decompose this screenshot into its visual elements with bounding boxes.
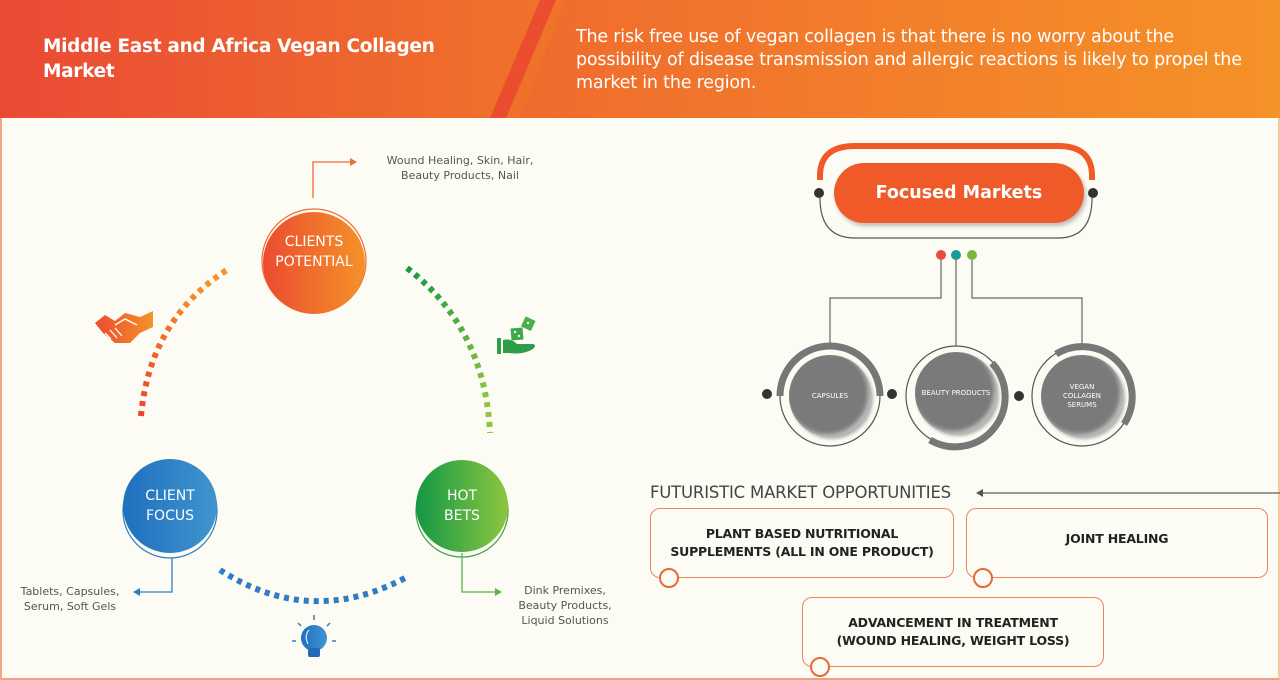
dice-hand-icon [497, 316, 536, 354]
serums-side-dot [1014, 391, 1024, 401]
hot-bets-disc [416, 460, 508, 552]
beauty-arc [928, 360, 1009, 451]
capsules-arc [776, 342, 884, 397]
opportunity-card: PLANT BASED NUTRITIONAL SUPPLEMENTS (ALL … [650, 508, 954, 578]
market-beauty-products: BEAUTY PRODUCTS [915, 352, 997, 434]
pill-right-dot [1088, 188, 1098, 198]
node-label-line1: CLIENT [145, 488, 195, 504]
opportunity-ring-icon [810, 657, 830, 677]
arc-blue-dotted [218, 567, 407, 605]
opportunity-line: JOINT HEALING [1065, 531, 1169, 546]
opportunity-line: ADVANCEMENT IN TREATMENT [848, 615, 1058, 630]
arrow-right-icon [495, 588, 502, 596]
opportunity-line: SUPPLEMENTS (ALL IN ONE PRODUCT) [670, 544, 934, 559]
node-label-line2: POTENTIAL [275, 254, 353, 270]
header-right-panel [520, 0, 1280, 118]
arrow-right-icon [350, 158, 357, 166]
node-label-line1: CLIENTS [284, 234, 344, 250]
detail-line: Wound Healing, Skin, Hair, [386, 154, 534, 167]
connector-dot-teal [951, 250, 961, 260]
connector-client-focus [140, 558, 173, 593]
detail-hot-bets: Dink Premixes, Beauty Products, Liquid S… [505, 583, 625, 628]
opportunities-title: FUTURISTIC MARKET OPPORTUNITIES [650, 483, 951, 502]
detail-line: Tablets, Capsules, [20, 585, 120, 598]
opportunity-line: PLANT BASED NUTRITIONAL [705, 526, 899, 541]
arc-orange-dotted [138, 265, 232, 417]
connector-dot-green [967, 250, 977, 260]
opportunity-ring-icon [973, 568, 993, 588]
node-clients-potential: CLIENTS POTENTIAL [263, 212, 365, 292]
content-frame [0, 118, 1280, 680]
opportunity-card: JOINT HEALING [966, 508, 1268, 578]
header-headline: The risk free use of vegan collagen is t… [576, 27, 1242, 93]
capsules-side-dot [762, 389, 772, 399]
arrow-left-icon [976, 489, 983, 497]
market-capsules: CAPSULES [789, 355, 871, 437]
handshake-icon [95, 311, 153, 343]
node-client-focus: CLIENT FOCUS [123, 466, 217, 546]
detail-line: Liquid Solutions [521, 614, 609, 627]
focused-markets-title: Focused Markets [834, 163, 1084, 223]
node-label-line1: HOT [446, 488, 478, 504]
detail-line: Beauty Products, [518, 599, 612, 612]
connector-capsules [829, 260, 942, 346]
beauty-side-dot [887, 389, 897, 399]
detail-line: Serum, Soft Gels [23, 600, 117, 613]
connector-serums [971, 260, 1083, 346]
connector-clients-potential [312, 161, 350, 198]
node-hot-bets: HOT BETS [416, 466, 508, 546]
opportunity-card: ADVANCEMENT IN TREATMENT (WOUND HEALING, … [802, 597, 1104, 667]
arrow-left-icon [133, 588, 140, 596]
pill-top-arc [817, 143, 1095, 180]
detail-line: Dink Premixes, [524, 584, 606, 597]
connector-hot-bets [461, 553, 495, 593]
market-vegan-collagen-serums: VEGAN COLLAGEN SERUMS [1041, 355, 1123, 437]
serums-arc [1054, 343, 1136, 426]
pill-left-dot [814, 188, 824, 198]
cycle-diagram [95, 158, 536, 657]
client-focus-disc [123, 459, 217, 553]
detail-clients-potential: Wound Healing, Skin, Hair, Beauty Produc… [365, 153, 555, 183]
detail-client-focus: Tablets, Capsules, Serum, Soft Gels [5, 584, 135, 614]
focused-markets-diagram [762, 143, 1280, 497]
opportunity-ring-icon [659, 568, 679, 588]
header-banner: Middle East and Africa Vegan Collagen Ma… [0, 0, 1280, 118]
detail-line: Beauty Products, Nail [401, 169, 519, 182]
lightbulb-icon [292, 615, 336, 657]
connector-dot-red [936, 250, 946, 260]
node-label-line2: BETS [444, 508, 480, 524]
arc-green-dotted [405, 265, 493, 434]
pill-bottom-arc [819, 197, 1093, 239]
node-label-line2: FOCUS [146, 508, 194, 524]
opportunity-line: (WOUND HEALING, WEIGHT LOSS) [836, 633, 1070, 648]
clients-potential-disc [263, 212, 365, 314]
page-title: Middle East and Africa Vegan Collagen Ma… [43, 36, 435, 82]
